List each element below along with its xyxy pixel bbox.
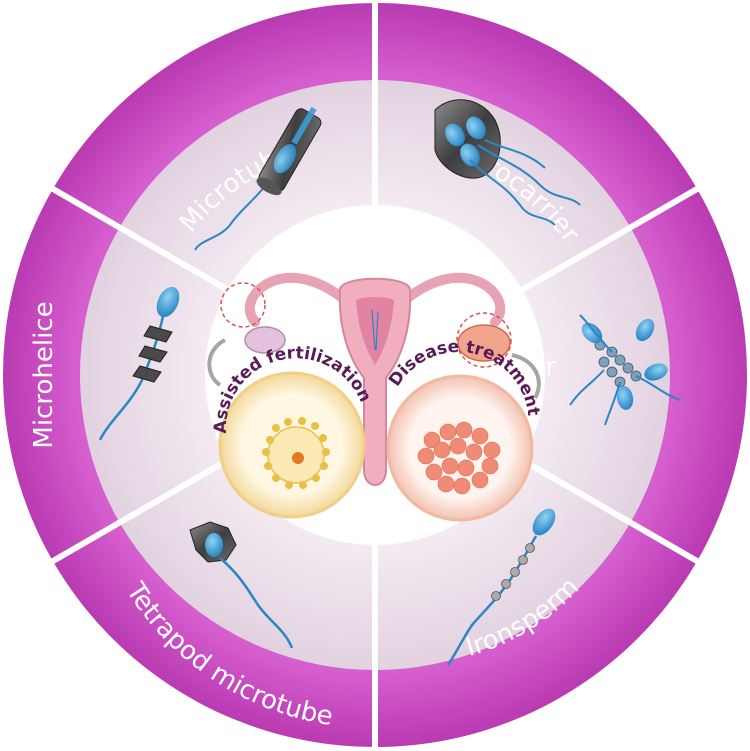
segment-dividers	[50, 0, 700, 751]
label-microhelice: Microhelice	[29, 301, 59, 448]
ironsperm-icon	[446, 508, 556, 666]
microcarrier-icon	[434, 99, 581, 226]
sperm-cluster-icon	[569, 314, 681, 426]
uterus-icon	[207, 272, 541, 522]
microhelice-icon	[98, 286, 180, 441]
tetrapod-microtube-icon	[189, 521, 294, 649]
microtube-icon	[194, 106, 322, 251]
